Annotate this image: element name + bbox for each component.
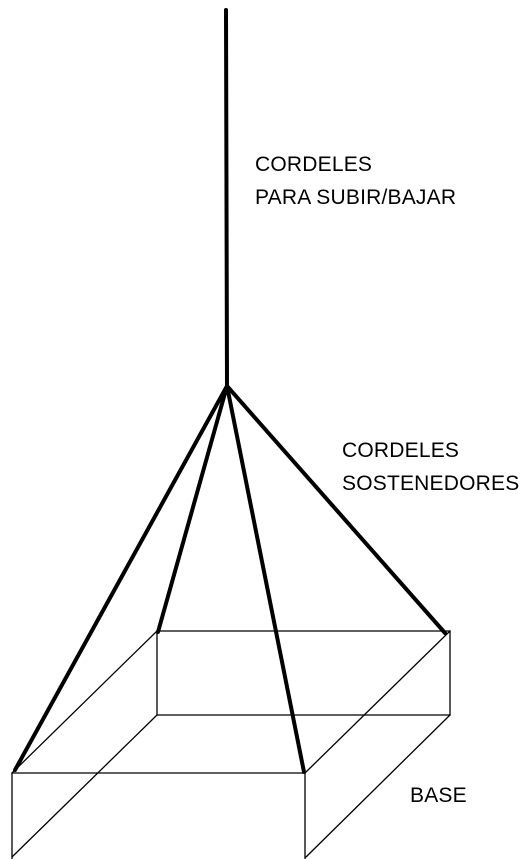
base-depth-bottom-right (305, 714, 451, 858)
base-depth-top-right (304, 630, 451, 774)
base-depth-top-left (11, 630, 158, 774)
support-cord-front-right (225, 384, 306, 774)
lift-cords-label-line2: PARA SUBIR/BAJAR (255, 186, 457, 209)
base-label: BASE (410, 784, 467, 807)
support-cord-back-right (225, 384, 447, 635)
lift-cords-label-line1: CORDELES (255, 153, 373, 176)
support-cords (13, 384, 447, 774)
lift-cord (224, 8, 229, 388)
base-depth-bottom-left (11, 714, 158, 858)
base-box (11, 630, 451, 859)
support-cords-label-line2: SOSTENEDORES (342, 472, 520, 495)
support-cord-front-left (13, 384, 229, 772)
support-cords-label-line1: CORDELES (342, 439, 460, 462)
support-cord-back-left (156, 384, 229, 634)
